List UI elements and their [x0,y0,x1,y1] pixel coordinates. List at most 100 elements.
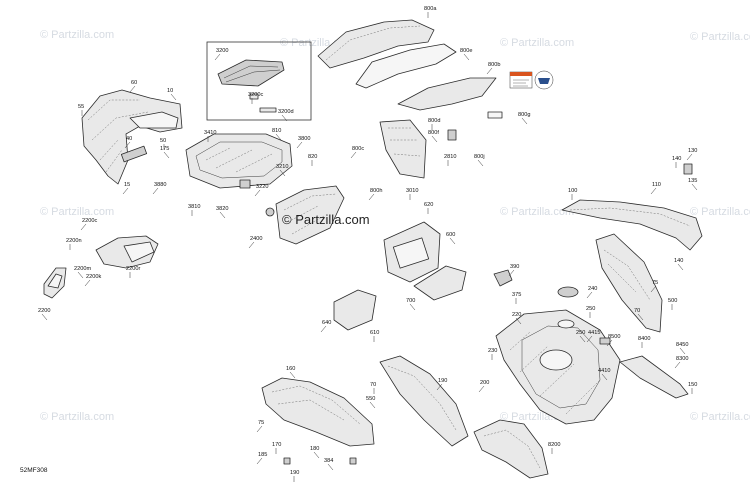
callout-2400: 2400 [250,236,262,242]
cowl-hatch [205,147,273,173]
leader-line [256,457,263,465]
watermark: © Partzilla.com [690,31,750,43]
callout-820: 820 [308,154,317,160]
callout-240: 240 [588,286,597,292]
headlight-assembly [43,235,159,299]
callout-15: 15 [124,182,130,188]
callout-230: 230 [488,348,497,354]
part-700-trim [413,265,467,301]
leader-line [691,183,698,191]
warning-decal [509,70,554,90]
callout-8200: 8200 [548,442,560,448]
part-390-clip [493,269,513,287]
callout-110: 110 [652,182,661,188]
leader-line [431,135,438,143]
leader-line [368,193,375,201]
decal-text-lines [513,79,529,87]
callout-800b: 800b [488,62,500,68]
leader-line [601,373,608,381]
callout-2200m: 2200m [74,266,91,272]
leader-line [579,335,586,343]
part-800e-panel [355,43,457,89]
trim-8200 [473,419,549,479]
callout-2810: 2810 [444,154,456,160]
part-240-cap [557,286,579,298]
panel-800c-hatch [388,127,421,157]
callout-3800: 3800 [298,136,310,142]
callout-250: 250 [576,330,585,336]
callout-160: 160 [286,366,295,372]
leader-line [77,271,84,279]
leader-line [650,285,657,293]
leader-line [254,189,261,197]
fascia-inner-panel [129,111,179,129]
leader-line [606,339,613,347]
leader-line [486,67,493,75]
callout-55: 55 [78,104,84,110]
side-panel-100 [561,163,703,251]
part-800c-panel [379,119,427,179]
console-600 [333,221,513,331]
watermark: © Partzilla.com [40,206,114,218]
left-fender-550 [379,355,469,447]
watermark: © Partzilla.com [500,37,574,49]
cowl-assembly [185,133,293,189]
part-3200d [259,107,277,113]
decal-vehicle-icon [538,78,550,84]
leader-line [674,361,681,369]
callout-2200r: 2200r [126,266,140,272]
callout-150: 150 [688,382,697,388]
callout-75: 75 [258,420,264,426]
dash-cluster-2400 [265,185,345,245]
callout-3010: 3010 [406,188,418,194]
callout-800a: 800a [424,6,437,12]
leader-line [281,114,288,122]
leader-line [369,401,376,409]
leader-line [521,117,528,125]
lower-panel-150 [261,377,375,465]
watermark: © Partzilla.com [40,29,114,41]
callout-40: 40 [126,136,132,142]
leader-line [289,371,296,379]
leader-line [320,325,327,333]
callout-8300: 8300 [676,356,688,362]
callout-3200c: 3200c [248,92,263,98]
headlight-lens [123,241,155,263]
callout-500: 500 [668,298,677,304]
callout-8400: 8400 [638,336,650,342]
part-610-bracket [333,289,377,331]
main-body-200 [495,286,621,425]
callout-3410: 3410 [204,130,216,136]
lower-panel-hatch [271,385,361,425]
leader-line [449,237,456,245]
callout-2200c: 2200c [82,218,97,224]
fender-550-hatch [387,365,457,431]
leader-line [327,463,334,471]
part-2400-dash [275,185,345,245]
callout-8450: 8450 [676,342,688,348]
watermark: © Partzilla.com [500,206,574,218]
callout-4415: 4415 [588,330,600,336]
leader-lines [41,12,698,482]
decal-orange-band [510,72,532,76]
callout-175: 175 [160,146,169,152]
callout-3220: 3220 [256,184,268,190]
leader-line [248,241,255,249]
fascia-detail [87,99,149,173]
right-fender-500 [595,233,663,333]
leader-line [350,151,357,159]
part-250-ring [557,319,575,329]
leader-line [409,303,416,311]
callout-200: 200 [480,380,489,386]
callout-800f: 800f [428,130,439,136]
callout-3200d: 3200d [278,109,294,115]
callout-250: 250 [586,306,595,312]
callout-800j: 800j [474,154,485,160]
watermark: © Partzilla.com [40,411,114,423]
callout-3880: 3880 [154,182,166,188]
diagram-code: 52MF308 [20,467,48,474]
leader-line [124,141,131,149]
lid-detail [223,65,281,83]
fender-hatch [603,249,651,301]
